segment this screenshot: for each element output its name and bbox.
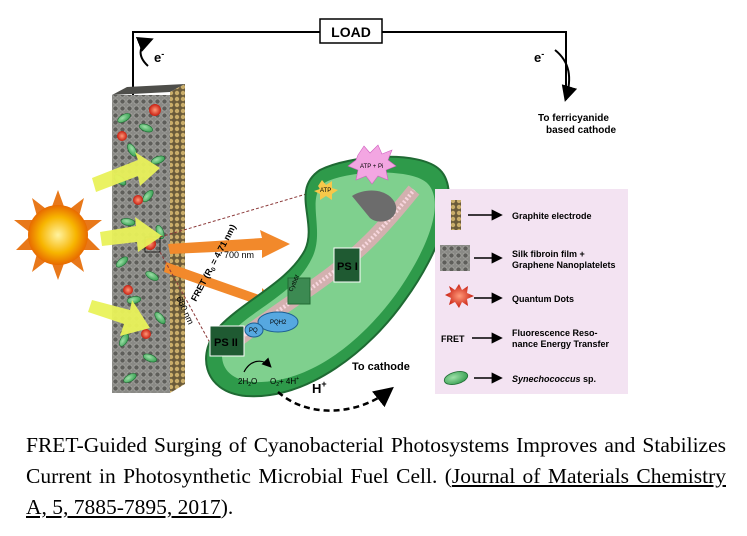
legend-qd-swatch [445,284,474,308]
legend-label-graphite: Graphite electrode [512,211,592,221]
water-label: 2H2O [238,377,257,388]
sun-icon [14,190,102,280]
legend-silk-swatch [440,245,470,271]
journal-link[interactable]: Journal of Materials Chemistry A, 5, 788… [26,464,726,519]
electron-arrow-left [135,37,154,67]
water-arrow [243,357,272,373]
to-cathode-label: To cathode [352,361,410,373]
legend-label-silk-1: Silk fibroin film + [512,249,585,259]
ferricyanide-label-2: based cathode [546,125,616,136]
atp-label: ATP [320,188,331,194]
caption-text: FRET-Guided Surging of Cyanobacterial Ph… [26,433,726,488]
legend-label-silk-2: Graphene Nanoplatelets [512,260,616,270]
legend: Graphite electrode Silk fibroin film + G… [435,189,628,394]
legend-label-fret-2: nance Energy Transfer [512,339,610,349]
legend-graphite-swatch [451,200,461,230]
proton-arrow [277,386,394,412]
ferricyanide-label: To ferricyanide [538,113,609,124]
load-label: LOAD [331,24,371,40]
legend-fret-key: FRET [441,334,465,344]
legend-cell-swatch [443,371,469,385]
atp-small-burst [314,180,338,200]
legend-label-fret-1: Fluorescence Reso- [512,328,598,338]
hplus-label: H+ [312,379,327,396]
load-box [319,18,383,44]
ps2-label: PS II [214,337,238,349]
atp-burst [347,144,397,185]
caption-end: ). [220,495,234,519]
fuel-cell-diagram: LOAD e- e- To ferricyanide based cathode [14,18,628,412]
pq-label: PQ [249,328,258,334]
legend-label-cell: Synechococcus sp. [512,374,596,384]
oxygen-label: O2+ 4H+ [270,376,299,388]
electron-arrow-right [554,49,578,102]
cyanobacterium-cell [205,155,450,398]
atp-pi-label: ATP + Pi [360,164,383,170]
electron-label-right: e- [534,49,544,65]
ps1-label: PS I [337,261,358,273]
electron-label-left: e- [154,49,164,65]
wavelength-700: 700 nm [224,250,254,260]
pqh2-label: PQH2 [270,320,287,326]
legend-label-qd: Quantum Dots [512,294,574,304]
figure-caption: FRET-Guided Surging of Cyanobacterial Ph… [26,430,726,523]
light-arrows [88,152,162,336]
